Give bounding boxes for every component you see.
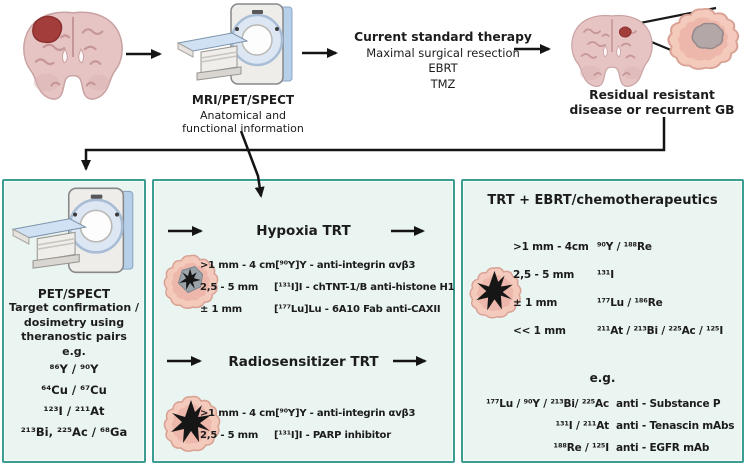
lesion-size: >1 mm - 4 cm — [200, 260, 276, 271]
trt-panel: Hypoxia TRT >1 mm - 4 cm [⁹⁰Y]Y - anti-i… — [152, 179, 455, 463]
left-panel-line: dosimetry using — [23, 315, 125, 329]
hypoxia-rows: >1 mm - 4 cm [⁹⁰Y]Y - anti-integrin αvβ3… — [200, 255, 455, 321]
isotopes: ⁹⁰Y / ¹⁸⁸Re — [597, 241, 652, 253]
isotopes: ²¹¹At / ²¹³Bi / ²²⁵Ac / ¹²⁵I — [597, 325, 724, 337]
agent: [¹³¹I]I - chTNT-1/B anti-histone H1 — [274, 282, 455, 293]
scanner-sub1: Anatomical and — [199, 108, 287, 122]
agent: [¹⁷⁷Lu]Lu - 6A10 Fab anti-CAXII — [274, 304, 441, 315]
pet-spect-panel: PET/SPECT Target confirmation / dosimetr… — [2, 179, 146, 463]
outcome-line2: disease or recurrent GB — [569, 103, 735, 117]
lesion-size: ± 1 mm — [200, 304, 242, 315]
agent: anti - EGFR mAb — [616, 442, 710, 454]
theranostic-pair: ⁸⁶Y / ⁹⁰Y — [49, 362, 99, 376]
hypoxia-row: 2,5 - 5 mm [¹³¹I]I - chTNT-1/B anti-hist… — [200, 277, 455, 299]
mri-scanner-icon — [176, 2, 294, 86]
agent: [⁹⁰Y]Y - anti-integrin αvβ3 — [275, 408, 416, 419]
outcome-caption: Residual resistant disease or recurrent … — [557, 88, 746, 118]
lesion-size: 2,5 - 5 mm — [513, 269, 575, 281]
radiosensitizer-tumor-icon — [163, 395, 221, 452]
combo-row: >1 mm - 4cm ⁹⁰Y / ¹⁸⁸Re — [513, 233, 740, 261]
hypoxia-row: ± 1 mm [¹⁷⁷Lu]Lu - 6A10 Fab anti-CAXII — [200, 299, 451, 321]
radiosensitizer-row: 2,5 - 5 mm [¹³¹I]I - PARP inhibitor — [200, 425, 451, 447]
recurrent-brain-icon — [570, 14, 654, 88]
hypoxia-title: Hypoxia TRT — [256, 223, 351, 239]
hypoxia-row: >1 mm - 4 cm [⁹⁰Y]Y - anti-integrin αvβ3 — [200, 255, 451, 277]
therapy-title: Current standard therapy — [354, 30, 532, 44]
lesion-size: >1 mm - 4cm — [513, 241, 589, 253]
combo-tumor-icon — [469, 266, 522, 319]
brain-with-tumor-icon — [22, 11, 124, 101]
isotopes: ¹³¹I / ²¹¹At — [555, 420, 610, 432]
lesion-size: ± 1 mm — [513, 297, 558, 309]
standard-therapy-block: Current standard therapy Maximal surgica… — [352, 30, 534, 92]
agent: anti - Substance P — [616, 398, 721, 410]
theranostic-pair: ⁶⁴Cu / ⁶⁷Cu — [41, 383, 107, 397]
tumor-cell-icon — [667, 7, 740, 70]
combo-title: TRT + EBRT/chemotherapeutics — [487, 193, 718, 208]
left-panel-title: PET/SPECT — [37, 287, 111, 301]
agent: [⁹⁰Y]Y - anti-integrin αvβ3 — [275, 260, 416, 271]
combo-panel: TRT + EBRT/chemotherapeutics >1 mm - 4cm… — [461, 179, 744, 463]
radiosensitizer-title: Radiosensitizer TRT — [228, 354, 379, 370]
radiosensitizer-row: >1 mm - 4 cm [⁹⁰Y]Y - anti-integrin αvβ3 — [200, 403, 451, 425]
agent: [¹³¹I]I - PARP inhibitor — [274, 430, 391, 441]
hypoxia-tumor-icon — [163, 254, 219, 309]
isotopes: ¹⁷⁷Lu / ⁹⁰Y / ²¹³Bi/ ²²⁵Ac — [486, 398, 609, 410]
scanner-caption: MRI/PET/SPECT Anatomical and functional … — [158, 93, 328, 136]
outcome-line1: Residual resistant — [589, 88, 715, 102]
eg-label: e.g. — [589, 371, 616, 385]
pet-spect-scanner-icon — [11, 186, 135, 274]
left-panel-line: Target confirmation / — [9, 301, 139, 314]
agent: anti - Tenascin mAbs — [616, 420, 735, 432]
lesion-size: >1 mm - 4 cm — [200, 408, 276, 419]
left-panel-line: e.g. — [62, 344, 86, 358]
scanner-sub2: functional information — [182, 122, 304, 135]
combo-example-rows: ¹⁷⁷Lu / ⁹⁰Y / ²¹³Bi/ ²²⁵Ac anti - Substa… — [469, 393, 740, 459]
scanner-label: MRI/PET/SPECT — [191, 93, 295, 107]
isotopes: ¹⁸⁸Re / ¹²⁵I — [553, 442, 610, 454]
therapy-line: EBRT — [428, 61, 458, 75]
combo-example-row: ¹⁸⁸Re / ¹²⁵I anti - EGFR mAb — [469, 437, 740, 459]
theranostic-pair: ²¹³Bi, ²²⁵Ac / ⁶⁸Ga — [20, 425, 128, 439]
combo-row: << 1 mm ²¹¹At / ²¹³Bi / ²²⁵Ac / ¹²⁵I — [513, 317, 740, 345]
therapy-line: Maximal surgical resection — [366, 45, 520, 60]
theranostic-pair: ¹²³I / ²¹¹At — [43, 404, 105, 418]
radiosensitizer-rows: >1 mm - 4 cm [⁹⁰Y]Y - anti-integrin αvβ3… — [200, 403, 451, 447]
isotopes: ¹³¹I — [597, 269, 614, 281]
combo-row: ± 1 mm ¹⁷⁷Lu / ¹⁸⁶Re — [513, 289, 740, 317]
lesion-size: 2,5 - 5 mm — [200, 430, 259, 441]
lesion-size: 2,5 - 5 mm — [200, 282, 259, 293]
combo-row: 2,5 - 5 mm ¹³¹I — [513, 261, 740, 289]
therapy-line: TMZ — [430, 76, 456, 91]
combo-rows: >1 mm - 4cm ⁹⁰Y / ¹⁸⁸Re 2,5 - 5 mm ¹³¹I … — [513, 233, 740, 345]
combo-example-row: ¹³¹I / ²¹¹At anti - Tenascin mAbs — [469, 415, 740, 437]
combo-example-row: ¹⁷⁷Lu / ⁹⁰Y / ²¹³Bi/ ²²⁵Ac anti - Substa… — [469, 393, 740, 415]
isotopes: ¹⁷⁷Lu / ¹⁸⁶Re — [597, 297, 663, 309]
lesion-size: << 1 mm — [513, 325, 566, 337]
left-panel-line: theranostic pairs — [21, 330, 127, 343]
